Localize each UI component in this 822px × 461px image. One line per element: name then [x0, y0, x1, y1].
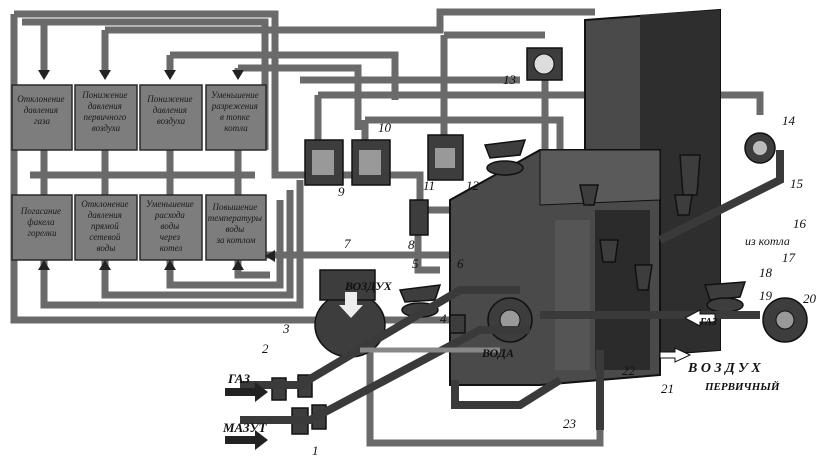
device-13 — [526, 47, 563, 81]
top-blocks: Отклонение давления газа Понижение давле… — [11, 84, 267, 151]
block-bottom-1-text: Отклонение давления прямой сетевой воды — [81, 199, 131, 253]
label-9: 9 — [338, 184, 345, 199]
device-8 — [409, 199, 429, 236]
label-2: 2 — [262, 341, 269, 356]
label-18: 18 — [759, 265, 773, 280]
block-primary-air-pressure — [74, 84, 138, 151]
label-gaz-right: ГАЗ — [699, 317, 717, 328]
number-labels: 1 2 3 4 5 6 7 8 9 10 11 12 13 14 15 16 1… — [262, 72, 817, 458]
label-7: 7 — [344, 236, 351, 251]
block-bottom-0-text: Погасание факела горелки — [20, 206, 63, 238]
arrow-down — [232, 70, 244, 80]
label-8: 8 — [408, 237, 415, 252]
block-air-pressure — [139, 84, 203, 151]
block-furnace-draft — [205, 84, 267, 151]
label-iz-kotla: из котла — [745, 234, 790, 248]
bottom-blocks: Погасание факела горелки Отклонение давл… — [11, 194, 267, 261]
label-16: 16 — [793, 216, 807, 231]
arrow-down — [99, 70, 111, 80]
block-top-0-text: Отклонение давления газа — [17, 94, 67, 126]
arrow-down — [164, 70, 176, 80]
arrow-up — [99, 260, 111, 270]
arrow-up — [38, 260, 50, 270]
instruments — [304, 47, 776, 334]
block-flame-failure — [11, 194, 73, 261]
label-23: 23 — [563, 416, 577, 431]
text-labels: ВОЗДУХ ГАЗ МАЗУТ ВОДА ГАЗ из котла В О З… — [222, 234, 790, 435]
label-11: 11 — [423, 178, 435, 193]
gas-left-arrow — [225, 382, 268, 402]
label-3: 3 — [282, 321, 290, 336]
label-gaz-left: ГАЗ — [227, 371, 250, 386]
label-14: 14 — [782, 113, 796, 128]
fan-20 — [762, 297, 808, 343]
label-6: 6 — [457, 256, 464, 271]
mazut-arrow — [225, 430, 268, 450]
process-pipes — [240, 150, 784, 430]
burner-6 — [487, 297, 533, 343]
block-bottom-3-text: Повышение температуры воды за котлом — [208, 202, 265, 245]
arrow-down — [38, 70, 50, 80]
label-21: 21 — [661, 381, 674, 396]
label-4: 4 — [440, 311, 447, 326]
label-voda: ВОДА — [481, 346, 514, 360]
block-water-flow — [139, 194, 203, 261]
block-gas-pressure — [11, 84, 73, 151]
label-22: 22 — [622, 363, 636, 378]
arrow-up — [232, 260, 244, 270]
block-arrows — [38, 70, 275, 270]
device-4 — [449, 314, 466, 334]
block-top-2-text: Понижение давления воздуха — [146, 94, 194, 126]
label-17: 17 — [782, 250, 796, 265]
block-connectors — [30, 150, 255, 195]
block-network-water-pressure — [74, 194, 138, 261]
flow-arrows — [225, 309, 716, 450]
label-vozdukh-right: В О З Д У Х — [687, 361, 761, 376]
label-15: 15 — [790, 176, 804, 191]
arrow-up — [164, 260, 176, 270]
block-top-3-text: Уменьшение разрежения в топке котла — [211, 90, 261, 133]
label-1: 1 — [312, 443, 319, 458]
label-10: 10 — [378, 120, 392, 135]
block-water-temperature — [205, 194, 267, 261]
label-19: 19 — [759, 288, 773, 303]
label-13: 13 — [503, 72, 517, 87]
label-vozdukh-fan: ВОЗДУХ — [344, 279, 393, 293]
label-5: 5 — [412, 256, 419, 271]
gas-right-arrow — [683, 309, 716, 327]
label-20: 20 — [803, 291, 817, 306]
block-bottom-2-text: Уменьшение расхода воды через котел — [146, 199, 196, 253]
valve-19 — [703, 281, 747, 301]
label-pervichny: ПЕРВИЧНЫЙ — [704, 381, 780, 393]
label-12: 12 — [466, 178, 480, 193]
label-mazut: МАЗУТ — [222, 420, 268, 435]
air-right-arrow — [659, 347, 692, 363]
valve-5 — [398, 284, 442, 303]
arrow-left — [265, 250, 275, 262]
sensors — [579, 154, 701, 291]
valve-12 — [483, 139, 527, 159]
block-top-1-text: Понижение давления первичного воздуха — [81, 90, 129, 133]
